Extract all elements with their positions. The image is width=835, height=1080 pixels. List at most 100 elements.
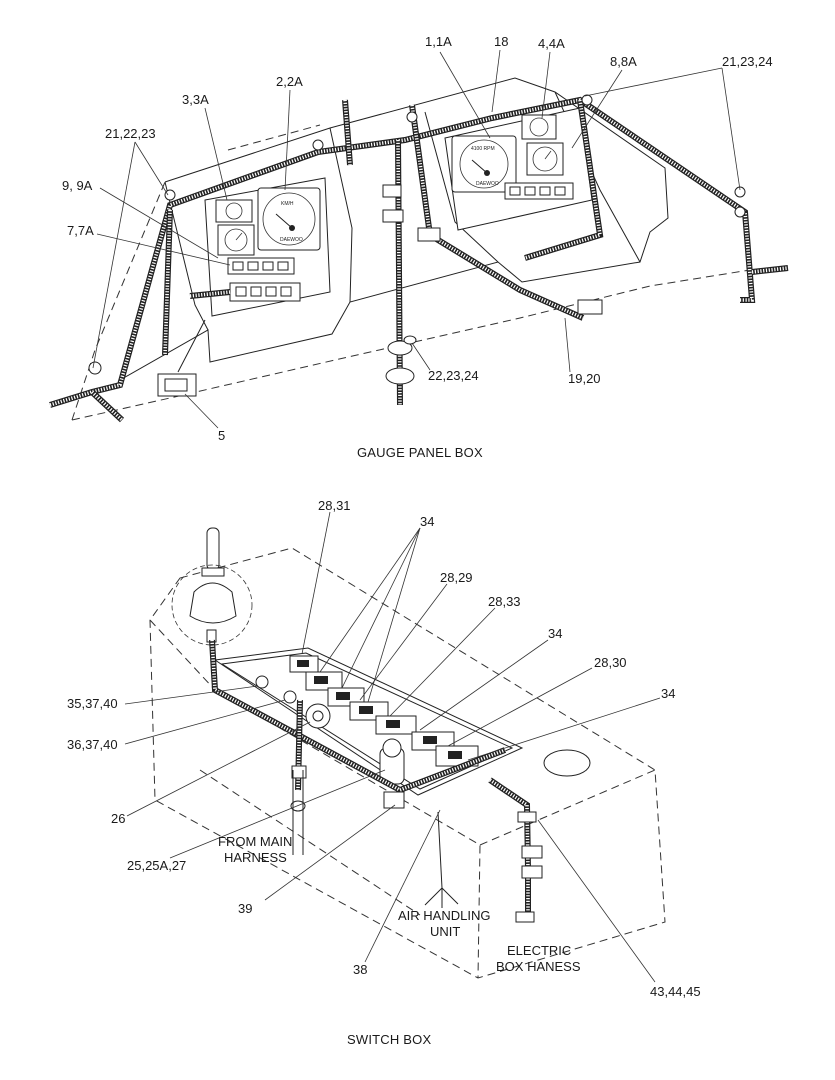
warning-lamp [262,261,274,271]
note-from-main-line2: HARNESS [224,850,287,865]
harness-connector [577,299,603,315]
small-gauge-right-needle [544,150,552,160]
callout-26: 26 [111,811,125,826]
callout-9-9a: 9, 9A [62,178,93,193]
switch-box-assembly: 28,31 34 28,29 28,33 34 28,30 34 35,37,4… [67,498,701,1047]
housing-hidden-top [227,124,321,151]
callout-34-mid: 34 [548,626,562,641]
air-handling-leads [424,811,459,908]
harness-connector [382,184,402,198]
small-gauge-lower-dial [224,228,248,252]
speedometer-brand-text: DAEWOO [280,237,303,243]
tachometer-needle [471,159,488,174]
note-air-handling-line1: AIR HANDLING [398,908,490,923]
note-air-handling-line2: UNIT [430,924,460,939]
callout-5: 5 [218,428,225,443]
callout-43-44-45: 43,44,45 [650,984,701,999]
warning-lamp [247,261,259,271]
from-main-harness-leads [292,770,304,855]
callout-35-37-40: 35,37,40 [67,696,118,711]
callout-1-1a: 1,1A [425,34,452,49]
warning-lamp [232,261,244,271]
callout-18: 18 [494,34,508,49]
switch-box-access-hole [543,749,591,777]
indicator-lamp [235,286,247,297]
speedometer-dial [262,192,316,246]
switch-panel-inner-edge [220,652,514,790]
warning-lamp [277,261,289,271]
callout-34-right: 34 [661,686,675,701]
tachometer-bezel [451,135,517,193]
switch-box-hidden-line [199,769,421,916]
harness-clamp [581,94,593,106]
switch-box-front-edge [149,619,481,979]
speedometer-needle [275,213,293,229]
callout-34-top: 34 [420,514,434,529]
relay-39 [383,791,405,809]
harness-connector [382,209,404,223]
callout-3-3a: 3,3A [182,92,209,107]
indicator-lamp [250,286,262,297]
indicator-lamp [280,286,292,297]
harness-grommet [88,361,102,375]
switch-lamp [509,186,521,196]
small-gauge-right-upper [521,114,557,140]
callout-2-2a: 2,2A [276,74,303,89]
rocker-switch-5-face [164,378,188,392]
switch-lamp [539,186,551,196]
indicator-lamp [265,286,277,297]
harness-clamp [734,186,746,198]
callout-21-22-23: 21,22,23 [105,126,156,141]
housing-hidden-left [71,181,166,421]
harness-clamp [164,189,176,201]
callout-38: 38 [353,962,367,977]
gauge-leader-lines [92,49,741,429]
connector-43 [517,811,537,823]
note-electric-box-line2: BOX HANESS [496,959,581,974]
small-gauge-upper-dial [225,202,243,220]
callout-21-23-24-right: 21,23,24 [722,54,773,69]
gauge-panel-assembly: KM/H DAEWOO 4100 RPM DAEWOO [49,34,789,460]
switch-5-lead [177,319,206,373]
small-gauge-needle [235,232,243,241]
callout-39: 39 [238,901,252,916]
harness-connector [417,227,441,242]
callout-25-25a-27: 25,25A,27 [127,858,186,873]
tachometer-brand-text: DAEWOO [476,181,499,187]
speedometer-bezel [257,187,321,251]
switch-lamp [554,186,566,196]
harness-grommet [387,340,413,356]
joystick-lever [171,527,253,646]
connector-from-main [291,765,307,779]
connector-45 [521,865,543,879]
callout-28-30: 28,30 [594,655,627,670]
harness-clamp [734,206,746,218]
housing-right-edge [424,111,499,263]
rotary-switch-26-center [312,710,324,722]
harness-clamp [312,139,324,151]
callout-7-7a: 7,7A [67,223,94,238]
tachometer-dial [459,139,509,189]
callout-28-33: 28,33 [488,594,521,609]
harness-clamp [406,111,418,123]
toggle-knob-36 [283,690,297,704]
speedometer-unit-text: KM/H [281,201,294,207]
connector-44 [521,845,543,859]
switch-leader-lines [124,511,661,983]
toggle-knob-35 [255,675,269,689]
housing-mid-edge [329,127,353,303]
callout-28-29: 28,29 [440,570,473,585]
callout-19-20: 19,20 [568,371,601,386]
switch-box-top-edge [479,769,656,846]
connector-electric-box [515,911,535,923]
switch-box-housing [149,547,666,979]
callout-8-8a: 8,8A [610,54,637,69]
note-electric-box-line1: ELECTRIC [507,943,571,958]
note-from-main-line1: FROM MAIN [218,834,292,849]
switch-box-caption: SWITCH BOX [347,1032,431,1047]
small-gauge-right-lower-dial [532,146,558,172]
small-gauge-upper [215,199,253,223]
rocker-switch-row [289,655,479,767]
